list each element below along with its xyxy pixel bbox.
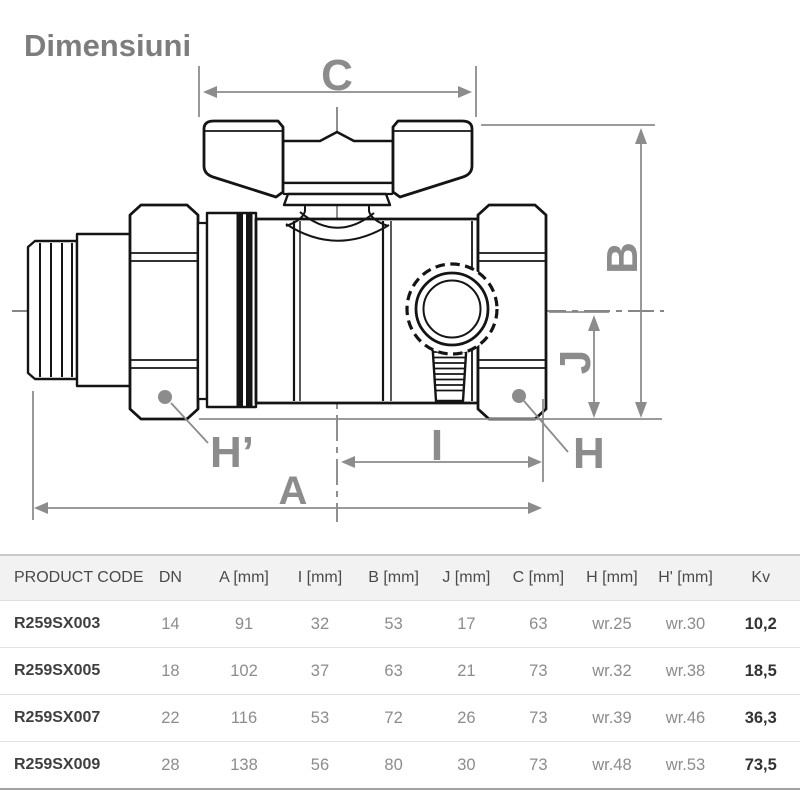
table-cell: 53 (310, 708, 330, 727)
column-header-5: J [mm] (442, 569, 491, 586)
wrench-h-callout: H (512, 389, 605, 478)
h-prime-leader-line (170, 402, 209, 444)
page-title: Dimensiuni (24, 28, 192, 63)
column-header-2: A [mm] (219, 569, 269, 586)
column-header-6: C [mm] (512, 569, 565, 586)
table-cell: 63 (384, 661, 403, 680)
table-cell: 138 (230, 755, 258, 774)
handle-left-wing (202, 119, 285, 199)
table-cell: 56 (310, 755, 330, 774)
column-header-4: B [mm] (368, 569, 419, 586)
dim-label-c: C (321, 51, 353, 100)
product-code: R259SX005 (14, 662, 101, 679)
dim-label-h: H (573, 429, 605, 478)
table-cell: 18 (161, 661, 180, 680)
h-leader-line (523, 400, 569, 453)
table-cell: 32 (310, 614, 330, 633)
male-thread-end (26, 239, 79, 381)
table-cell: wr.30 (665, 614, 706, 633)
table-cell: 116 (230, 708, 258, 727)
table-row-0: R259SX003 14 91 32 53 17 63 wr.25 wr.30 10,2 (0, 601, 800, 648)
table-cell: 22 (161, 708, 180, 727)
drain-port (405, 262, 499, 356)
table-cell: wr.32 (592, 661, 632, 680)
h-dot (512, 389, 526, 403)
table-cell: 73,5 (744, 755, 777, 774)
product-code: R259SX003 (14, 615, 101, 632)
table-cell: 26 (457, 708, 476, 727)
table-cell: wr.38 (665, 661, 706, 680)
column-header-3: I [mm] (297, 569, 343, 586)
valve-dimension-diagram: C B J I (12, 51, 664, 522)
table-cell: wr.48 (592, 755, 632, 774)
left-union-nut (128, 203, 200, 421)
table-cell: 102 (230, 661, 258, 680)
dimension-b: B (481, 124, 655, 418)
table-cell: wr.39 (592, 708, 632, 727)
table-cell: 72 (384, 708, 403, 727)
dim-label-j: J (551, 350, 600, 374)
valve-drawing (26, 119, 548, 421)
dim-label-i: I (431, 421, 443, 470)
table-cell: 21 (457, 661, 476, 680)
tailpiece (205, 211, 258, 409)
dimension-a: A (32, 391, 542, 520)
table-cell: 17 (457, 614, 476, 633)
table-cell: 18,5 (744, 661, 777, 680)
table-cell: 73 (529, 708, 548, 727)
pipe-cylinder (75, 232, 132, 388)
table-cell: 91 (234, 614, 254, 633)
table-cell: 10,2 (744, 614, 777, 633)
table-cell: 63 (529, 614, 548, 633)
table-cell: wr.53 (665, 755, 706, 774)
table-cell: 28 (161, 755, 180, 774)
wrench-h-prime-callout: H’ (158, 390, 254, 477)
table-header-row: PRODUCT CODE DN A [mm] I [mm] B [mm] J [mm] C … (0, 555, 800, 601)
dimensions-table: PRODUCT CODE DN A [mm] I [mm] B [mm] J [mm] C … (0, 554, 800, 790)
column-header-8: H' [mm] (658, 569, 713, 586)
dim-label-b: B (598, 242, 647, 274)
h-prime-dot (158, 390, 172, 404)
dim-label-a: A (279, 469, 308, 513)
step-ring (196, 221, 209, 401)
product-code: R259SX007 (14, 709, 101, 726)
column-header-7: H [mm] (586, 569, 638, 586)
handle-right-wing (391, 119, 474, 199)
column-header-1: DN (158, 569, 182, 586)
table-row-2: R259SX007 22 116 53 72 26 73 wr.39 wr.46 36,3 (0, 695, 800, 742)
table-row-1: R259SX005 18 102 37 63 21 73 wr.32 wr.38 18,5 (0, 648, 800, 695)
table-cell: 80 (384, 755, 403, 774)
table-row-3: R259SX009 28 138 56 80 30 73 wr.48 wr.53 73,5 (0, 742, 800, 789)
table-cell: 14 (161, 614, 180, 633)
handle (202, 119, 474, 207)
table-cell: wr.46 (665, 708, 706, 727)
table-cell: wr.25 (592, 614, 632, 633)
column-header-0: PRODUCT CODE (14, 569, 144, 586)
table-cell: 53 (384, 614, 403, 633)
table-cell: 73 (529, 661, 548, 680)
dimension-j: J (549, 311, 609, 418)
table-cell: 36,3 (744, 708, 777, 727)
dim-label-h-prime: H’ (210, 428, 254, 477)
table-cell: 30 (457, 755, 476, 774)
table-cell: 37 (310, 661, 330, 680)
table-cell: 73 (529, 755, 548, 774)
dimension-i: I (341, 399, 544, 482)
dimension-c: C (198, 51, 477, 117)
product-code: R259SX009 (14, 756, 101, 773)
column-header-9: Kv (751, 569, 771, 586)
